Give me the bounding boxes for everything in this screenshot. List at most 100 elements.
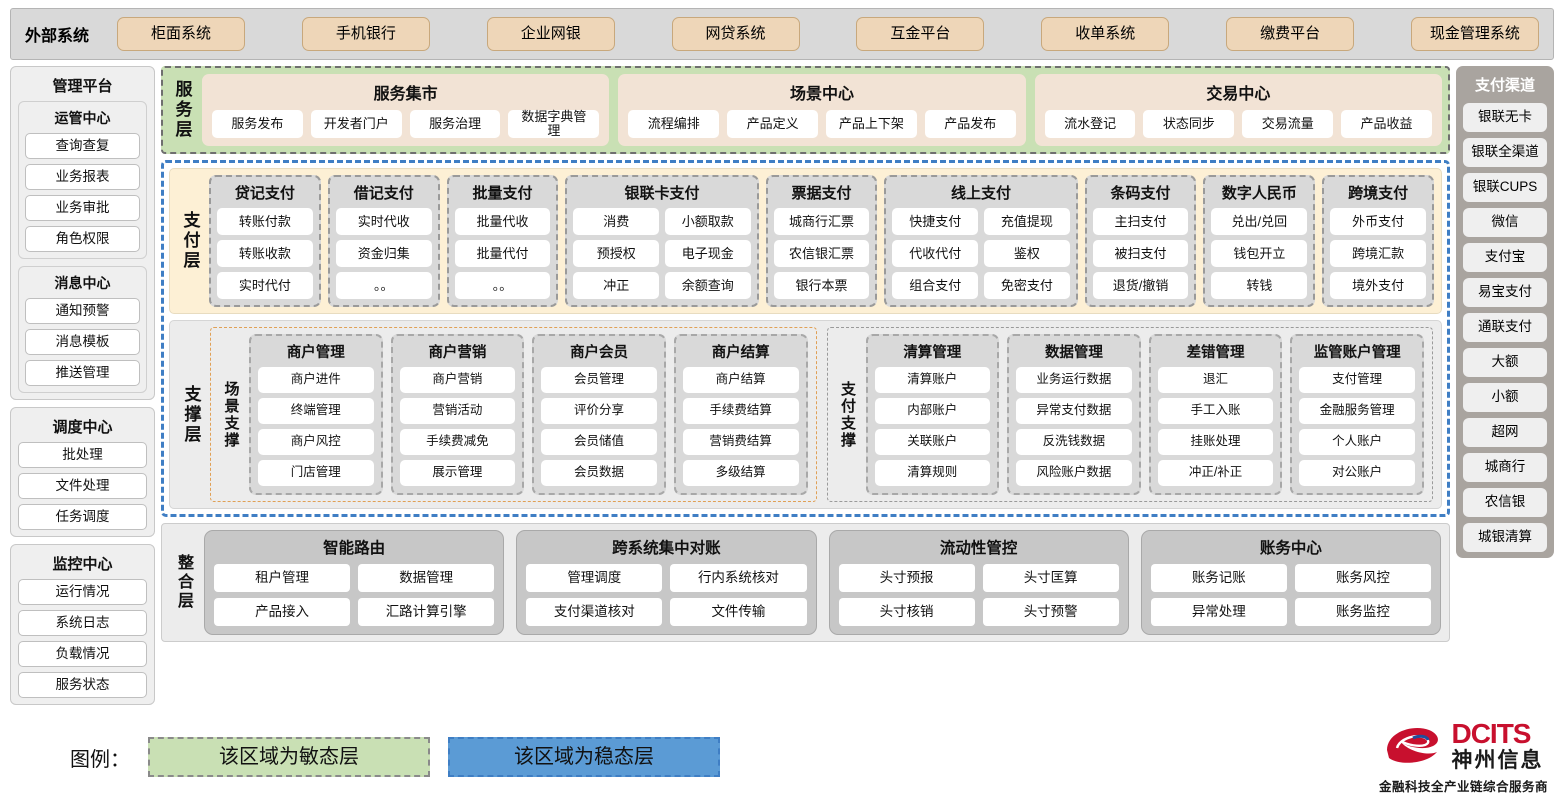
payment-channel-item[interactable]: 银联全渠道 (1463, 138, 1547, 167)
support-item[interactable]: 会员数据 (541, 460, 657, 486)
support-item[interactable]: 商户营销 (399, 367, 516, 393)
external-system-chip[interactable]: 互金平台 (856, 17, 985, 51)
payment-channel-item[interactable]: 银联CUPS (1463, 173, 1547, 202)
payment-item[interactable]: 被扫支付 (1092, 240, 1189, 267)
payment-item[interactable]: 实时代收 (335, 208, 432, 235)
support-item[interactable]: 会员管理 (541, 367, 657, 393)
service-item[interactable]: 产品定义 (727, 110, 818, 138)
integration-item[interactable]: 文件传输 (670, 598, 807, 626)
payment-item[interactable]: 鉴权 (984, 240, 1070, 267)
support-item[interactable]: 支付管理 (1299, 367, 1415, 393)
management-item[interactable]: 通知预警 (25, 298, 140, 324)
service-item[interactable]: 状态同步 (1143, 110, 1235, 138)
service-item[interactable]: 交易流量 (1242, 110, 1334, 138)
payment-channel-item[interactable]: 小额 (1463, 383, 1547, 412)
support-item[interactable]: 风险账户数据 (1016, 460, 1132, 486)
management-item[interactable]: 系统日志 (18, 610, 147, 636)
payment-item[interactable]: 。。 (454, 272, 551, 299)
payment-item[interactable]: 小额取款 (665, 208, 751, 235)
support-item[interactable]: 退汇 (1157, 367, 1274, 393)
payment-item[interactable]: 。。 (335, 272, 432, 299)
support-item[interactable]: 营销费结算 (682, 429, 799, 455)
payment-item[interactable]: 电子现金 (665, 240, 751, 267)
payment-channel-item[interactable]: 农信银 (1463, 488, 1547, 517)
integration-item[interactable]: 支付渠道核对 (526, 598, 663, 626)
support-item[interactable]: 多级结算 (682, 460, 799, 486)
service-item[interactable]: 产品收益 (1341, 110, 1432, 138)
integration-item[interactable]: 头寸预警 (982, 598, 1119, 626)
service-item[interactable]: 服务治理 (409, 110, 501, 138)
payment-channel-item[interactable]: 大额 (1463, 348, 1547, 377)
payment-item[interactable]: 代收代付 (892, 240, 979, 267)
support-item[interactable]: 冲正/补正 (1157, 460, 1274, 486)
management-item[interactable]: 推送管理 (25, 360, 140, 386)
integration-item[interactable]: 管理调度 (526, 564, 663, 592)
service-item[interactable]: 服务发布 (212, 110, 303, 138)
support-item[interactable]: 关联账户 (874, 429, 991, 455)
external-system-chip[interactable]: 缴费平台 (1226, 17, 1355, 51)
support-item[interactable]: 会员储值 (541, 429, 657, 455)
payment-item[interactable]: 快捷支付 (892, 208, 979, 235)
management-item[interactable]: 负载情况 (18, 641, 147, 667)
management-item[interactable]: 文件处理 (18, 473, 147, 499)
integration-item[interactable]: 头寸核销 (838, 598, 975, 626)
external-system-chip[interactable]: 收单系统 (1041, 17, 1170, 51)
support-item[interactable]: 金融服务管理 (1299, 398, 1415, 424)
support-item[interactable]: 反洗钱数据 (1016, 429, 1132, 455)
payment-item[interactable]: 资金归集 (335, 240, 432, 267)
integration-item[interactable]: 产品接入 (214, 598, 351, 626)
support-item[interactable]: 内部账户 (874, 398, 991, 424)
support-item[interactable]: 对公账户 (1299, 460, 1415, 486)
payment-item[interactable]: 免密支付 (984, 272, 1070, 299)
payment-item[interactable]: 批量代收 (454, 208, 551, 235)
support-item[interactable]: 商户进件 (258, 367, 374, 393)
payment-item[interactable]: 组合支付 (892, 272, 979, 299)
payment-item[interactable]: 实时代付 (217, 272, 313, 299)
integration-item[interactable]: 账务风控 (1294, 564, 1431, 592)
support-item[interactable]: 展示管理 (399, 460, 516, 486)
external-system-chip[interactable]: 柜面系统 (117, 17, 246, 51)
payment-channel-item[interactable]: 城银清算 (1463, 523, 1547, 552)
integration-item[interactable]: 头寸匡算 (982, 564, 1119, 592)
support-item[interactable]: 个人账户 (1299, 429, 1415, 455)
integration-item[interactable]: 行内系统核对 (670, 564, 807, 592)
payment-channel-item[interactable]: 银联无卡 (1463, 103, 1547, 132)
management-item[interactable]: 任务调度 (18, 504, 147, 530)
external-system-chip[interactable]: 企业网银 (486, 17, 615, 51)
payment-item[interactable]: 冲正 (573, 272, 659, 299)
payment-item[interactable]: 批量代付 (454, 240, 551, 267)
support-item[interactable]: 清算规则 (874, 460, 991, 486)
integration-item[interactable]: 异常处理 (1150, 598, 1287, 626)
service-item[interactable]: 流水登记 (1044, 110, 1136, 138)
integration-item[interactable]: 头寸预报 (838, 564, 975, 592)
support-item[interactable]: 清算账户 (874, 367, 991, 393)
payment-item[interactable]: 主扫支付 (1092, 208, 1189, 235)
support-item[interactable]: 手工入账 (1157, 398, 1274, 424)
payment-item[interactable]: 境外支付 (1330, 272, 1427, 299)
service-item[interactable]: 产品发布 (924, 110, 1016, 138)
integration-item[interactable]: 账务监控 (1294, 598, 1431, 626)
payment-item[interactable]: 预授权 (573, 240, 659, 267)
management-item[interactable]: 业务报表 (25, 164, 140, 190)
support-item[interactable]: 挂账处理 (1157, 429, 1274, 455)
payment-item[interactable]: 农信银汇票 (773, 240, 870, 267)
payment-channel-item[interactable]: 超网 (1463, 418, 1547, 447)
support-item[interactable]: 评价分享 (541, 398, 657, 424)
payment-item[interactable]: 银行本票 (773, 272, 870, 299)
payment-item[interactable]: 转账付款 (217, 208, 313, 235)
payment-channel-item[interactable]: 通联支付 (1463, 313, 1547, 342)
support-item[interactable]: 商户结算 (682, 367, 799, 393)
payment-channel-item[interactable]: 支付宝 (1463, 243, 1547, 272)
support-item[interactable]: 业务运行数据 (1016, 367, 1132, 393)
support-item[interactable]: 手续费结算 (682, 398, 799, 424)
payment-item[interactable]: 兑出/兑回 (1211, 208, 1308, 235)
payment-item[interactable]: 城商行汇票 (773, 208, 870, 235)
external-system-chip[interactable]: 网贷系统 (671, 17, 800, 51)
payment-item[interactable]: 消费 (573, 208, 659, 235)
payment-item[interactable]: 充值提现 (984, 208, 1070, 235)
payment-item[interactable]: 跨境汇款 (1330, 240, 1427, 267)
support-item[interactable]: 终端管理 (258, 398, 374, 424)
payment-item[interactable]: 转账收款 (217, 240, 313, 267)
payment-item[interactable]: 外币支付 (1330, 208, 1427, 235)
payment-item[interactable]: 钱包开立 (1211, 240, 1308, 267)
